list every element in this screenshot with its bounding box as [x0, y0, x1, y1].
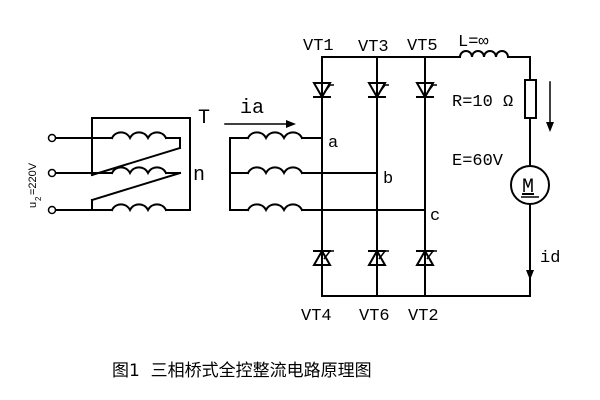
- ia-label: ia: [240, 97, 264, 120]
- svg-text:u: u: [27, 202, 39, 208]
- thyristor-vt3: [367, 82, 390, 98]
- neutral-label: n: [193, 164, 205, 187]
- thyristor-vt4: [312, 250, 335, 266]
- inductor-label: L=∞: [458, 33, 489, 52]
- ia-current-arrow: [224, 120, 296, 128]
- vt6-label: VT6: [359, 307, 390, 326]
- source-voltage-label: u 2 =220V: [27, 162, 43, 208]
- id-current-arrow: [526, 270, 534, 280]
- thyristor-vt2: [415, 250, 438, 266]
- vt1-label: VT1: [303, 37, 334, 56]
- node-c-label: c: [430, 207, 440, 226]
- vt5-label: VT5: [407, 37, 438, 56]
- node-b-label: b: [383, 170, 393, 189]
- primary-winding: [47, 117, 191, 215]
- id-label: id: [540, 249, 560, 268]
- svg-text:2: 2: [34, 196, 43, 201]
- node-a-label: a: [328, 134, 338, 153]
- thyristor-vt6: [367, 250, 390, 266]
- emf-label: E=60V: [452, 152, 504, 171]
- thyristor-vt5: [415, 82, 438, 98]
- motor-icon: M: [522, 176, 534, 199]
- figure-caption: 图1 三相桥式全控整流电路原理图: [112, 361, 372, 381]
- vt3-label: VT3: [358, 38, 389, 57]
- resistor-label: R=10 Ω: [452, 93, 513, 112]
- load-branch: [458, 50, 550, 297]
- resistor-current-arrow: [546, 81, 554, 132]
- transformer-label: T: [198, 107, 210, 130]
- vt2-label: VT2: [408, 307, 439, 326]
- vt4-label: VT4: [301, 307, 332, 326]
- svg-text:=220V: =220V: [27, 162, 39, 195]
- thyristor-vt1: [312, 82, 335, 98]
